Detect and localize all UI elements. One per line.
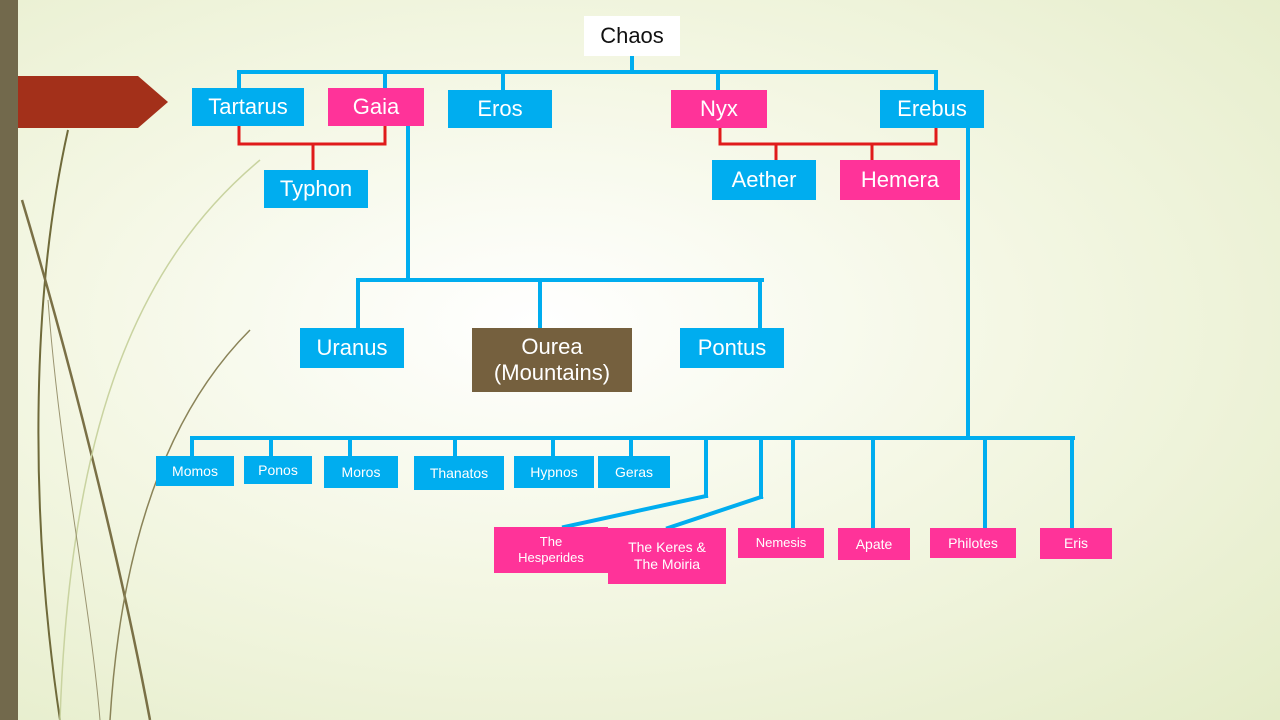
node-hesperides-line1: The xyxy=(539,534,563,550)
node-moros: Moros xyxy=(324,456,398,488)
node-ourea-line1: Ourea xyxy=(521,333,583,359)
node-ourea: Ourea (Mountains) xyxy=(472,328,632,392)
side-bar-decoration xyxy=(0,0,18,720)
node-pontus: Pontus xyxy=(680,328,784,368)
node-hesperides: The Hesperides xyxy=(494,527,608,573)
node-hemera: Hemera xyxy=(840,160,960,200)
node-ourea-line2: (Mountains) xyxy=(493,360,611,385)
node-typhon: Typhon xyxy=(264,170,368,208)
node-aether: Aether xyxy=(712,160,816,200)
node-nemesis: Nemesis xyxy=(738,528,824,558)
node-geras: Geras xyxy=(598,456,670,488)
node-keres-moiria: The Keres & The Moiria xyxy=(608,528,726,584)
node-uranus: Uranus xyxy=(300,328,404,368)
node-philotes: Philotes xyxy=(930,528,1016,558)
node-chaos: Chaos xyxy=(584,16,680,56)
node-momos: Momos xyxy=(156,456,234,486)
node-keres-line2: The Moiria xyxy=(633,556,701,572)
node-thanatos: Thanatos xyxy=(414,456,504,490)
node-ponos: Ponos xyxy=(244,456,312,484)
node-keres-line1: The Keres & xyxy=(628,539,706,556)
node-hypnos: Hypnos xyxy=(514,456,594,488)
node-eris: Eris xyxy=(1040,528,1112,559)
node-nyx: Nyx xyxy=(671,90,767,128)
node-erebus: Erebus xyxy=(880,90,984,128)
node-tartarus: Tartarus xyxy=(192,88,304,126)
node-eros: Eros xyxy=(448,90,552,128)
node-gaia: Gaia xyxy=(328,88,424,126)
node-hesperides-line2: Hesperides xyxy=(518,550,584,565)
node-apate: Apate xyxy=(838,528,910,560)
arrow-decoration xyxy=(18,76,168,128)
